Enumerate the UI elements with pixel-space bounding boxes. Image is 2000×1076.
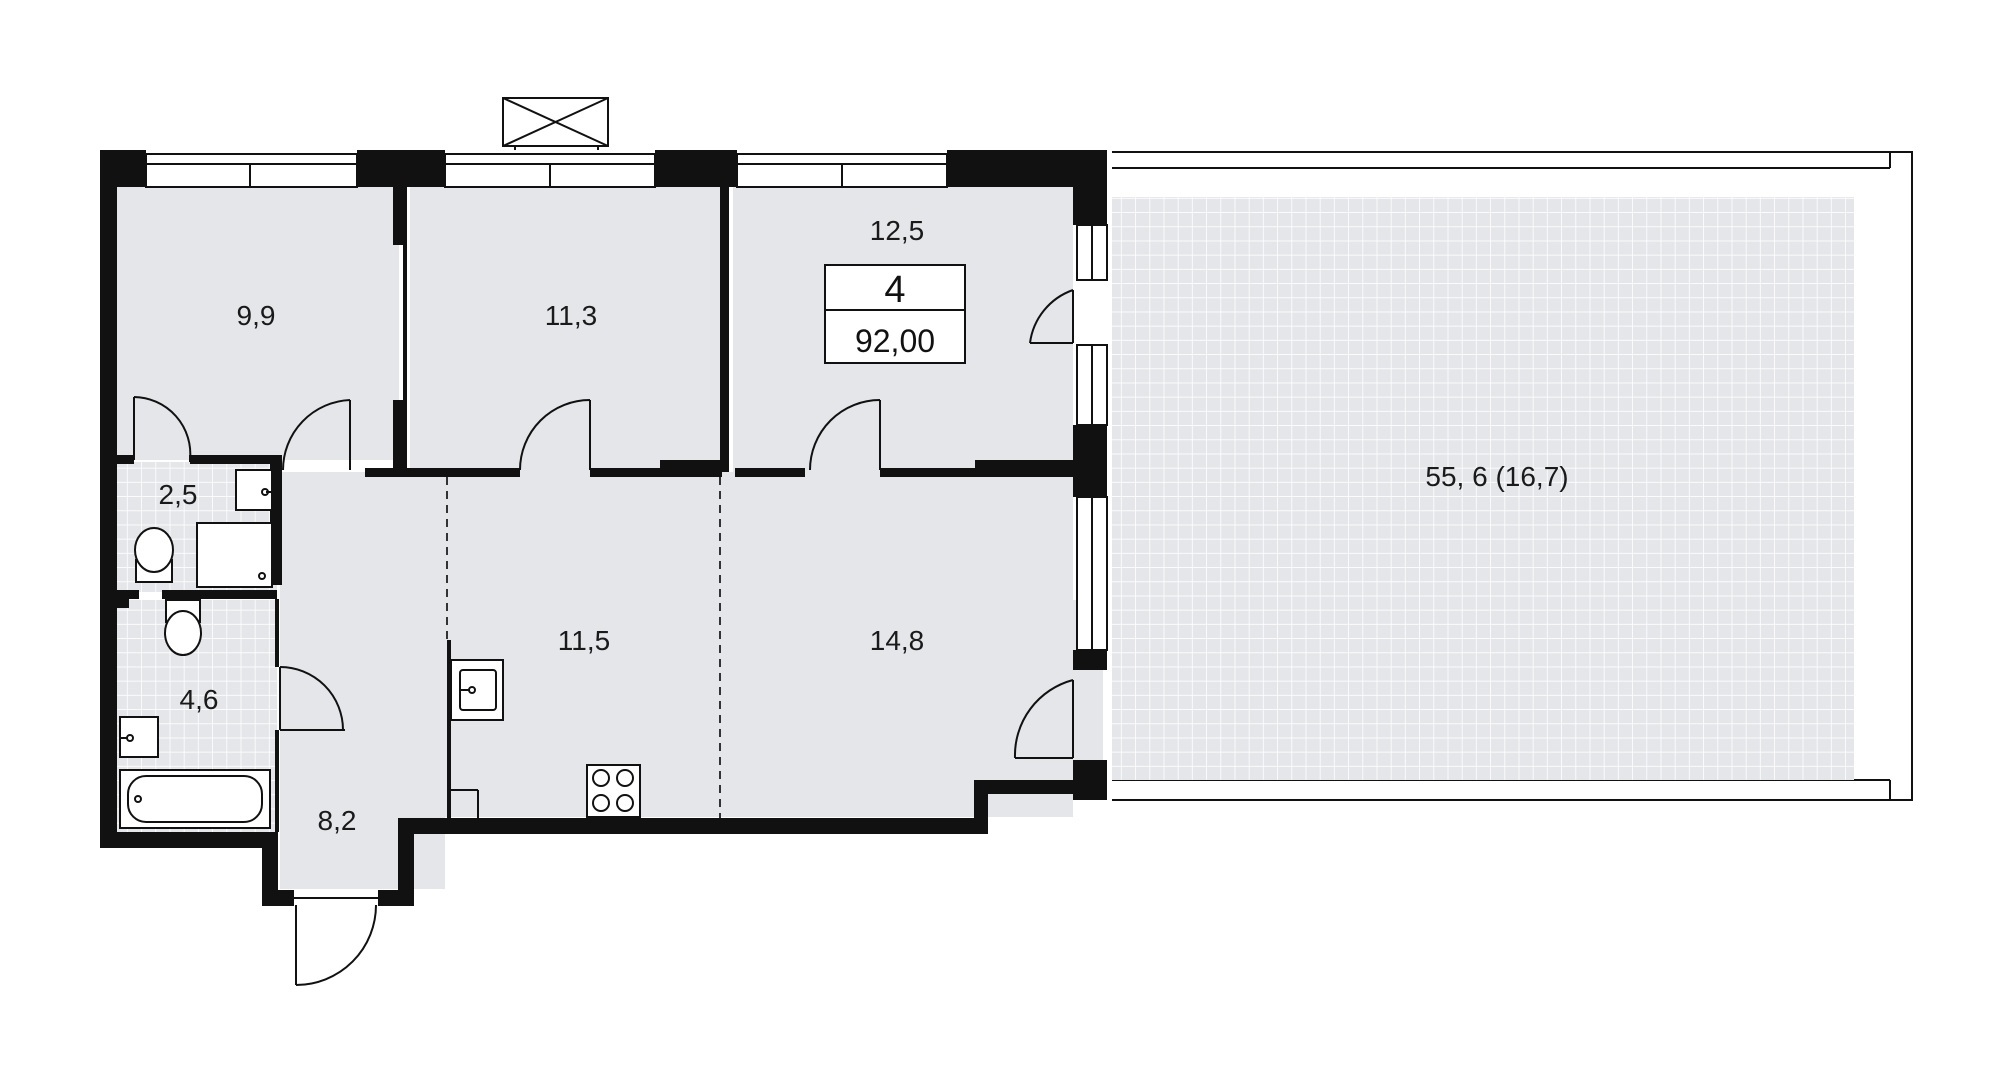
wall <box>403 187 407 472</box>
door <box>809 399 881 471</box>
terrace-floor-tiles <box>1112 197 1854 780</box>
room-area-bathroom-large: 4,6 <box>180 684 219 715</box>
wall <box>162 590 277 599</box>
door <box>279 666 345 731</box>
shower-tray <box>196 522 273 588</box>
room-area-bedroom-1: 9,9 <box>237 300 276 331</box>
wall <box>398 818 414 906</box>
wall <box>365 468 520 477</box>
area-labels: 9,9 11,3 12,5 2,5 4,6 8,2 11,5 14,8 55, … <box>159 215 1569 836</box>
wall <box>262 890 294 906</box>
door <box>519 399 591 471</box>
wall <box>947 150 1107 187</box>
ventilation-unit <box>502 97 609 150</box>
window <box>444 153 656 188</box>
wall <box>975 460 1075 477</box>
wall <box>590 468 710 477</box>
wall <box>1073 650 1107 670</box>
window <box>1076 496 1108 651</box>
room-area-hallway: 8,2 <box>318 805 357 836</box>
door <box>1029 289 1074 344</box>
wall <box>974 780 1074 794</box>
wall <box>262 832 278 904</box>
wall <box>275 730 279 832</box>
room-area-kitchen: 11,5 <box>558 625 610 656</box>
wall <box>1073 760 1107 800</box>
wall <box>735 468 805 477</box>
room-area-terrace: 55, 6 (16,7) <box>1425 461 1568 492</box>
wall <box>1073 187 1107 225</box>
door <box>1013 679 1074 759</box>
wall <box>117 455 134 464</box>
wall <box>398 818 988 834</box>
wall <box>660 460 722 477</box>
wall <box>275 599 279 667</box>
apartment-badge: 4 92,00 <box>824 264 966 364</box>
entrance-door <box>294 897 378 986</box>
window <box>145 153 358 188</box>
room-area-bedroom-2: 11,3 <box>545 300 597 331</box>
windows <box>145 97 1108 651</box>
wall <box>357 150 445 187</box>
rooms-count: 4 <box>884 269 905 311</box>
wall <box>720 187 729 472</box>
sink <box>119 716 159 758</box>
window <box>1076 344 1108 426</box>
interior-walls <box>117 187 1075 832</box>
sink <box>235 469 273 511</box>
room-area-bedroom-3: 12,5 <box>870 215 925 246</box>
wall <box>1073 425 1107 497</box>
walls <box>100 150 1107 906</box>
terrace <box>1112 151 1913 801</box>
kitchen-sink <box>450 659 504 721</box>
wall <box>447 640 451 818</box>
toilet <box>134 527 174 583</box>
wall <box>100 832 270 848</box>
door <box>133 396 192 462</box>
room-area-living-room: 14,8 <box>870 625 925 656</box>
wall <box>117 590 129 608</box>
wall <box>190 455 280 464</box>
wall <box>655 150 737 187</box>
bedroom-2-floor <box>410 187 724 472</box>
door <box>281 399 351 471</box>
room-fills <box>117 187 1103 889</box>
stove <box>586 764 641 818</box>
room-area-bathroom-small: 2,5 <box>159 479 198 510</box>
total-area: 92,00 <box>855 323 935 359</box>
bedroom-1-floor <box>117 187 399 460</box>
kitchen-floor <box>445 472 720 817</box>
living-room-floor <box>720 472 1073 817</box>
doors <box>133 289 1074 986</box>
window <box>1076 224 1108 281</box>
window <box>736 153 948 188</box>
terrace-railing <box>1112 151 1913 801</box>
toilet <box>164 599 202 656</box>
fixtures <box>119 469 641 829</box>
bathtub <box>119 769 271 829</box>
wall <box>100 150 117 848</box>
